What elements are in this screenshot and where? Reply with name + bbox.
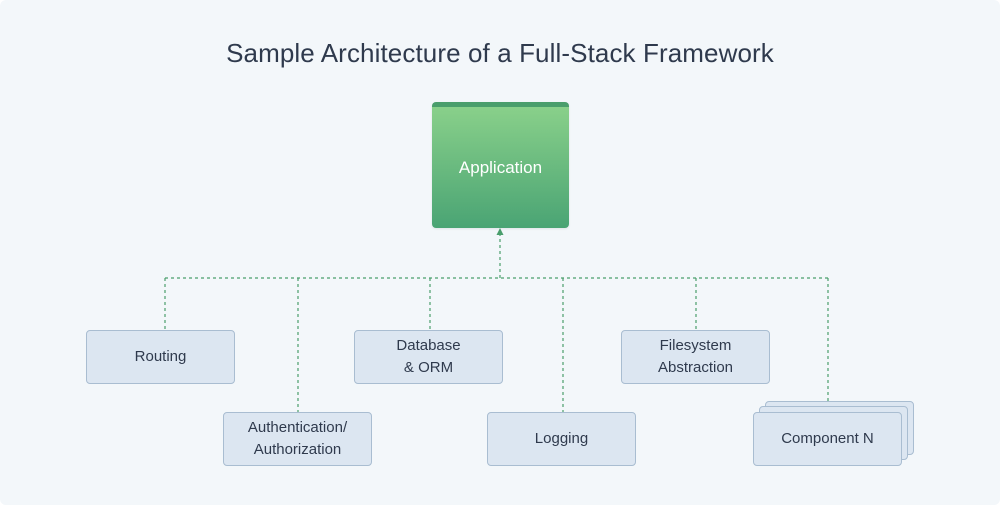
arrowhead-icon [496, 228, 504, 235]
application-label: Application [458, 157, 543, 177]
routing-node: Routing [86, 330, 235, 384]
filesystem-label: Filesystem Abstraction [657, 337, 734, 376]
application-node: Application [432, 102, 569, 228]
database-label: Database & ORM [396, 337, 461, 376]
database-node: Database & ORM [354, 330, 503, 384]
logging-label: Logging [534, 430, 589, 447]
logging-node: Logging [487, 412, 636, 466]
diagram-title: Sample Architecture of a Full-Stack Fram… [226, 38, 774, 68]
auth-node: Authentication/ Authorization [223, 412, 372, 466]
filesystem-node: Filesystem Abstraction [621, 330, 770, 384]
component-n-node: Component N [753, 412, 902, 466]
component-n-label: Component N [781, 430, 874, 447]
routing-label: Routing [134, 348, 187, 365]
auth-label: Authentication/ Authorization [247, 419, 348, 458]
